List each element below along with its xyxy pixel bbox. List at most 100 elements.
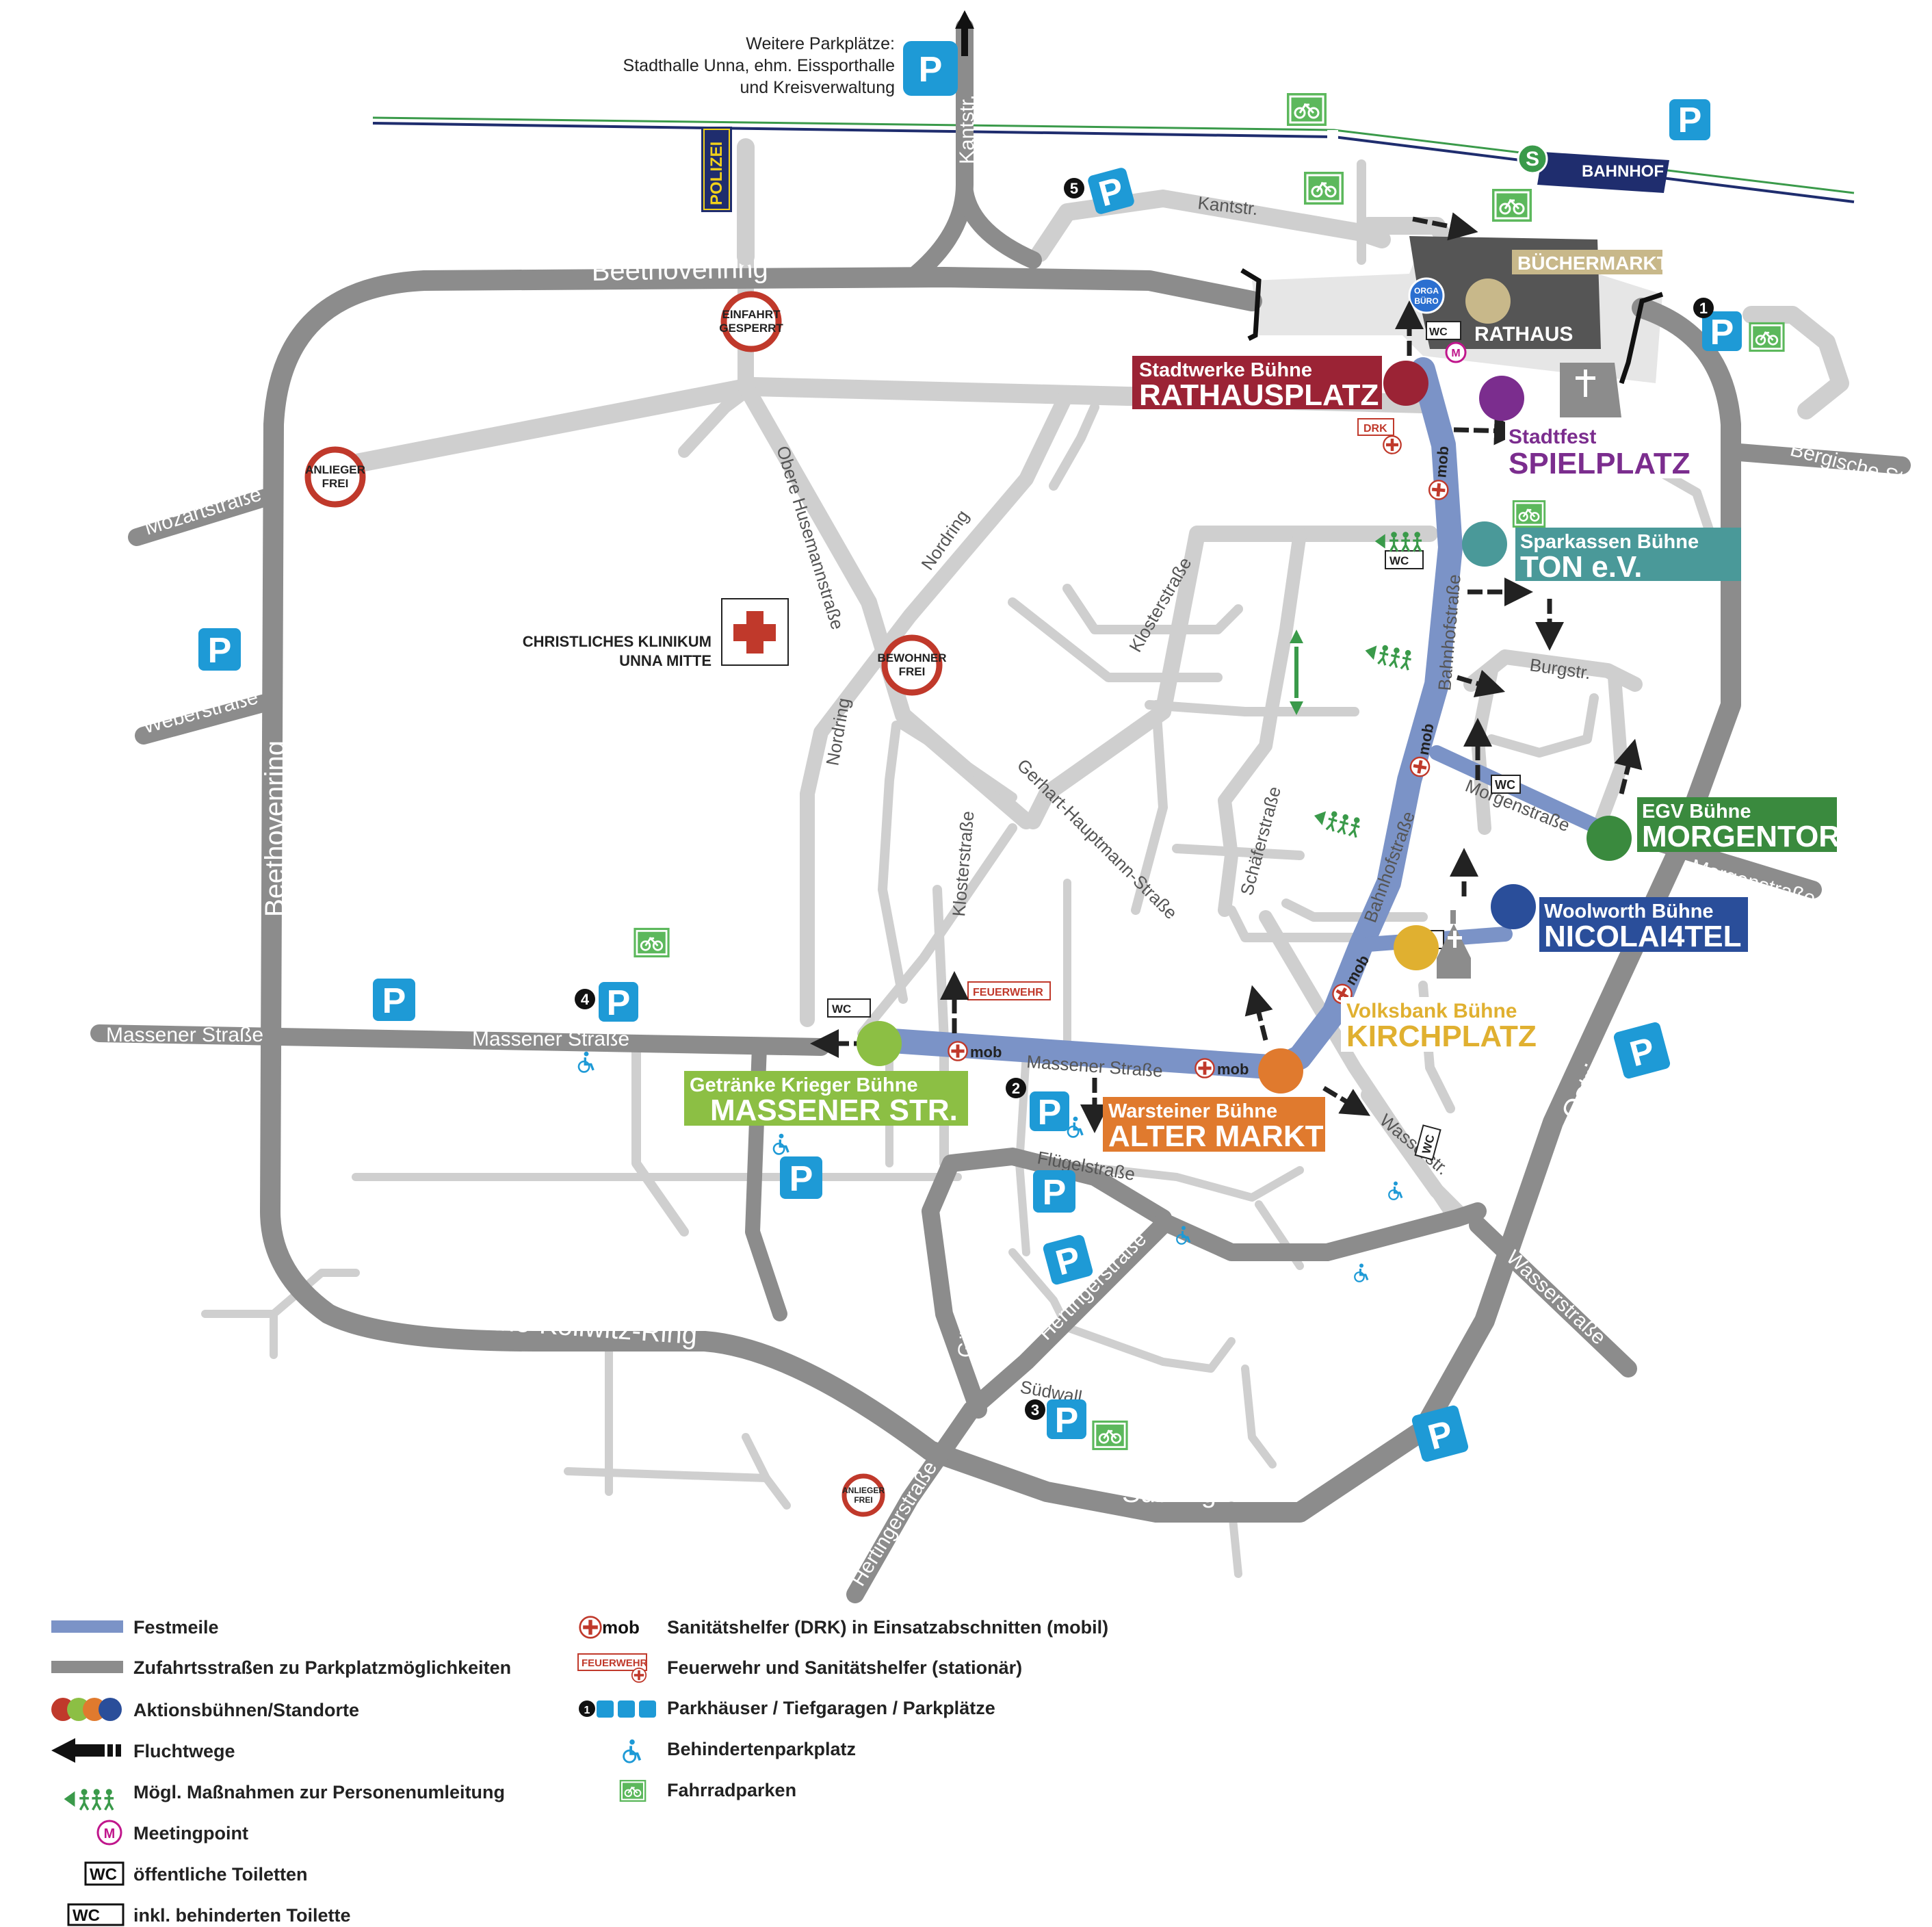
parking-icon-massener: P [373, 979, 415, 1021]
parking-icon-suedost: P [1411, 1405, 1469, 1462]
bike-icon [1091, 1420, 1129, 1451]
legend-left-label: Fluchtwege [133, 1741, 235, 1761]
parking-number-5: 5 [1070, 180, 1078, 197]
svg-text:ANLIEGER: ANLIEGER [305, 463, 365, 476]
label-kantstr-horizontal: Kantstr. [1197, 192, 1259, 219]
svg-text:SPIELPLATZ: SPIELPLATZ [1509, 447, 1690, 480]
svg-text:P: P [1678, 101, 1702, 140]
legend-parking-types-icon: 1 [579, 1700, 656, 1718]
svg-text:M: M [1451, 348, 1460, 359]
north-exit-arrow [955, 10, 974, 56]
legend-right: mob Sanitätshelfer (DRK) in Einsatzabsch… [577, 1616, 1108, 1802]
parking-number-4: 4 [581, 991, 590, 1008]
wheelchair-icon [577, 1050, 595, 1074]
svg-text:WC: WC [73, 1906, 100, 1925]
stage-rathausplatz: Stadtwerke Bühne RATHAUSPLATZ [1132, 356, 1428, 412]
svg-text:S: S [1526, 148, 1539, 170]
svg-text:P: P [1710, 313, 1734, 352]
stage-kirchplatz: Volksbank Bühne KIRCHPLATZ [1341, 925, 1550, 1053]
legend-festmeile-icon [51, 1620, 123, 1633]
parking-number-2: 2 [1012, 1080, 1020, 1097]
legend-left-label: Mögl. Maßnahmen zur Personenumleitung [133, 1782, 505, 1802]
sign-anlieger-frei: ANLIEGER FREI [304, 446, 366, 508]
mob-medic-massener-east: mob [1195, 1058, 1249, 1078]
bike-icon [1286, 92, 1327, 127]
legend-wc-icon: WC [84, 1861, 125, 1886]
stage-dot-rathausplatz [1383, 361, 1428, 406]
svg-text:KIRCHPLATZ: KIRCHPLATZ [1346, 1020, 1537, 1053]
train-station: BAHNHOF S [1517, 143, 1669, 193]
svg-text:WC: WC [90, 1865, 117, 1884]
svg-text:P: P [789, 1159, 813, 1199]
legend-wc-accessible-icon: WC [67, 1903, 125, 1926]
svg-text:FEUERWEHR: FEUERWEHR [973, 987, 1043, 998]
label-suedring: Südring [1122, 1478, 1216, 1508]
legend-escape-route-icon [51, 1738, 121, 1763]
buechermarkt-dot [1465, 279, 1511, 324]
svg-text:mob: mob [970, 1044, 1002, 1061]
escape-route-arrows [810, 212, 1643, 1133]
wc-icon-massener: WC [827, 998, 871, 1018]
parking-icons: P P P P P P P P P 5 P 4 P 2 P 3 P [198, 99, 1742, 1462]
wheelchair-icon [1353, 1263, 1369, 1283]
legend-left-label: Zufahrtsstraßen zu Parkplatzmöglichkeite… [133, 1657, 511, 1678]
orga-buero-icon: ORGA BÜRO [1408, 277, 1445, 314]
svg-text:P: P [208, 631, 232, 671]
label-guertelstrasse: Gürtelstraße [954, 1243, 988, 1358]
wc-icon-morgenstrasse: WC [1491, 775, 1521, 794]
stage-massener: Getränke Krieger Bühne MASSENER STR. [684, 1021, 968, 1127]
label-klosterstrasse-b: Klosterstraße [948, 810, 978, 918]
svg-text:WC: WC [832, 1003, 851, 1016]
mob-medic-bahnhof-north: mob [1427, 445, 1452, 501]
diversion-markers [1290, 530, 1423, 839]
legend-stage-dots-icon [51, 1698, 122, 1721]
stage-dot-kirchplatz [1394, 925, 1439, 970]
svg-text:Woolworth Bühne: Woolworth Bühne [1544, 901, 1714, 922]
legend: Festmeile Zufahrtsstraßen zu Parkplatzmö… [51, 1616, 1108, 1926]
parking-garage-hertinger: P [1043, 1234, 1093, 1285]
church-building-north [1560, 363, 1621, 417]
stair-diversion-icon [1290, 630, 1303, 715]
svg-text:Sparkassen Bühne: Sparkassen Bühne [1520, 531, 1699, 553]
legend-meeting-point-icon: M [96, 1820, 122, 1846]
svg-text:GESPERRT: GESPERRT [719, 322, 783, 335]
parking-icon-station: P [1669, 99, 1710, 140]
svg-text:ANLIEGER: ANLIEGER [842, 1486, 885, 1495]
church-kirchplatz [1437, 910, 1471, 979]
parking-icon-ostring: P [1613, 1022, 1671, 1079]
parking-note-line2: Stadthalle Unna, ehm. Eissporthalle [623, 56, 895, 75]
svg-text:Stadtfest: Stadtfest [1509, 426, 1596, 448]
sign-einfahrt-gesperrt: EINFAHRT GESPERRT [719, 291, 783, 352]
wheelchair-icon [772, 1133, 789, 1156]
svg-text:NICOLAI4TEL: NICOLAI4TEL [1544, 920, 1741, 953]
legend-right-label: Behindertenparkplatz [667, 1739, 856, 1759]
parking-garage-1: P 1 [1693, 298, 1742, 352]
label-wasserstrasse: Wasserstraße [1502, 1246, 1610, 1349]
bike-icon [633, 927, 670, 958]
parking-icon-kaethe: P [780, 1156, 822, 1199]
legend-right-label: Parkhäuser / Tiefgaragen / Parkplätze [667, 1698, 995, 1718]
parking-garage-5: P 5 [1064, 168, 1134, 214]
stage-dot-massener [857, 1021, 902, 1066]
sign-bewohner-frei: BEWOHNER FREI [877, 634, 947, 696]
s-bahn-icon [1517, 143, 1548, 174]
svg-text:FREI: FREI [854, 1495, 872, 1505]
stage-nicolai: Woolworth Bühne NICOLAI4TEL [1491, 884, 1748, 953]
wc-icon-wasserstr: WC [1414, 1124, 1441, 1161]
stage-dot-nicolai [1491, 884, 1536, 929]
feuerwehr-station: FEUERWEHR [967, 981, 1051, 1000]
svg-text:BÜCHERMARKT: BÜCHERMARKT [1517, 253, 1669, 274]
station-label: BAHNHOF [1582, 162, 1664, 181]
wheelchair-icon [1387, 1180, 1403, 1201]
svg-text:M: M [104, 1826, 116, 1841]
label-massener-left: Massener Straße [106, 1024, 263, 1046]
legend-left-label: öffentliche Toiletten [133, 1864, 308, 1885]
svg-text:EINFAHRT: EINFAHRT [722, 308, 781, 321]
svg-text:BEWOHNER: BEWOHNER [877, 651, 946, 664]
diversion-icon [1361, 640, 1414, 672]
legend-bike-parking-icon [619, 1779, 647, 1802]
festmeile-route [870, 357, 1622, 1080]
svg-text:Stadtwerke Bühne: Stadtwerke Bühne [1139, 359, 1312, 381]
parking-number-3: 3 [1031, 1401, 1039, 1419]
legend-access-road-icon [51, 1661, 123, 1673]
